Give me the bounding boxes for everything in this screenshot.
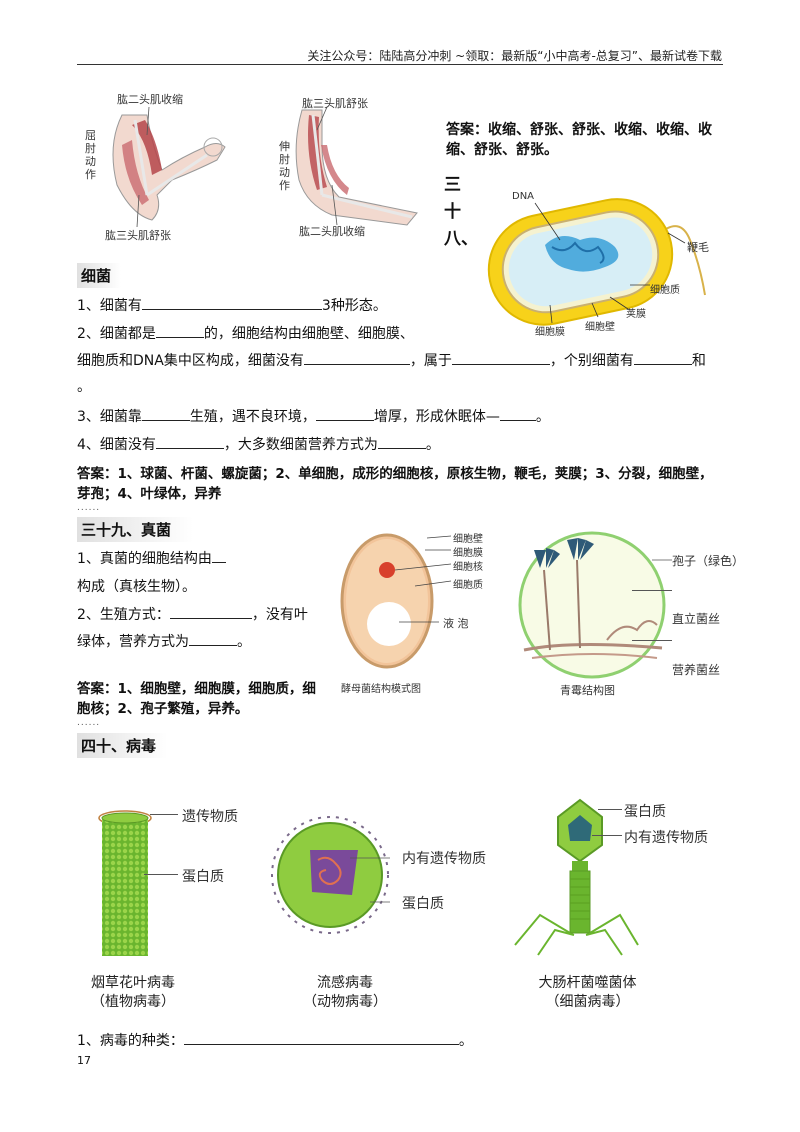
biceps-contract-label-right: 肱二头肌收缩 <box>299 225 365 238</box>
yeast-vacuole-label: 液 泡 <box>443 617 469 630</box>
tmv-figure: 遗传物质 蛋白质 <box>80 800 260 1020</box>
arm-muscle-illustration <box>112 106 418 228</box>
flagellum-label: 鞭毛 <box>687 241 709 254</box>
cell-wall-label: 细胞壁 <box>585 322 615 333</box>
bacteria-q2b: 细胞质和DNA集中区构成，细菌没有，属于，个别细菌有和 <box>77 350 706 370</box>
answer-blank[interactable] <box>141 406 190 421</box>
fungi-q2b: 绿体，营养方式为。 <box>77 631 251 651</box>
fungi-q2: 2、生殖方式：，没有叶 <box>77 604 308 624</box>
tmv-genetic-material-label: 遗传物质 <box>182 809 238 825</box>
muscle-answer-line1: 答案：收缩、舒张、舒张、收缩、收缩、收 <box>446 122 712 138</box>
fungi-answer-line1: 答案：1、细胞壁，细胞膜，细胞质，细 <box>77 681 316 697</box>
answer-blank[interactable] <box>155 434 224 449</box>
bacteria-q2: 2、细菌都是的，细胞结构由细胞壁、细胞膜、 <box>77 323 414 343</box>
phage-illustration <box>514 798 639 956</box>
virus-section-title: 四十、病毒 <box>77 733 167 758</box>
flu-genetic-material-label: 内有遗传物质 <box>402 851 486 867</box>
answer-blank[interactable] <box>183 1030 459 1045</box>
spores-label: 孢子（绿色） <box>672 554 745 568</box>
answer-blank[interactable] <box>141 295 322 310</box>
fungi-answer-line2: 胞核；2、孢子繁殖，异养。 <box>77 701 249 717</box>
flu-protein-label: 蛋白质 <box>402 896 444 912</box>
section-38-title: 三 十 八、 <box>444 175 478 249</box>
flu-name: 流感病毒 <box>317 975 373 991</box>
phage-figure: 蛋白质 内有遗传物质 <box>510 795 730 965</box>
phage-name: 大肠杆菌噬菌体 <box>538 975 637 991</box>
biceps-contract-label: 肱二头肌收缩 <box>117 93 183 106</box>
answer-blank[interactable] <box>211 548 226 563</box>
bacteria-answer-line2: 芽孢；4、叶绿体，异养 <box>77 486 222 502</box>
cell-membrane-label: 细胞膜 <box>535 327 565 338</box>
answer-blank[interactable] <box>169 604 252 619</box>
answer-blank[interactable] <box>155 323 204 338</box>
arm-muscle-figure: 肱二头肌收缩 屈 肘 动 作 肱三头肌舒张 肱三头肌舒张 伸 肘 动 作 肱二头… <box>77 85 437 245</box>
answer-blank[interactable] <box>451 350 550 365</box>
yeast-cell-wall-label: 细胞壁 <box>453 534 483 545</box>
tmv-type: （植物病毒） <box>91 994 175 1010</box>
phage-type: （细菌病毒） <box>545 994 630 1010</box>
yeast-caption: 酵母菌结构模式图 <box>341 684 421 695</box>
tmv-leader-1 <box>150 814 178 815</box>
tmv-protein-label: 蛋白质 <box>182 869 224 885</box>
answer-blank[interactable] <box>633 350 692 365</box>
dots-separator: ...... <box>77 503 101 513</box>
fungi-q1: 1、真菌的细胞结构由 <box>77 548 226 568</box>
dots-separator: ...... <box>77 718 101 728</box>
bacteria-q3: 3、细菌靠生殖，遇不良环境，增厚，形成休眠体—。 <box>77 406 550 426</box>
bacteria-section-title: 细菌 <box>77 263 121 288</box>
phage-protein-label: 蛋白质 <box>624 804 666 820</box>
yeast-cell-membrane-label: 细胞膜 <box>453 548 483 559</box>
flu-figure: 内有遗传物质 蛋白质 <box>270 810 510 950</box>
feeding-hyphae-label: 营养菌丝 <box>672 663 721 677</box>
elbow-flex-label: 屈 肘 动 作 <box>85 129 96 181</box>
cytoplasm-label: 细胞质 <box>650 285 680 296</box>
feeding-hyphae-leader <box>632 640 672 641</box>
fungi-section-title: 三十九、真菌 <box>77 517 193 542</box>
bacteria-figure: DNA 鞭毛 细胞质 荚膜 细胞壁 细胞膜 <box>480 185 730 338</box>
virus-q1: 1、病毒的种类：。 <box>77 1030 473 1050</box>
tmv-name: 烟草花叶病毒 <box>91 975 175 991</box>
yeast-cytoplasm-label: 细胞质 <box>453 580 483 591</box>
penicillium-caption: 青霉结构图 <box>560 684 615 697</box>
answer-blank[interactable] <box>189 631 237 646</box>
phage-leader-2 <box>592 835 622 836</box>
yeast-illustration <box>340 533 452 669</box>
answer-blank[interactable] <box>499 406 536 421</box>
bacteria-q4: 4、细菌没有，大多数细菌营养方式为。 <box>77 434 440 454</box>
dna-label: DNA <box>512 191 535 202</box>
page-header: 关注公众号：陆陆高分冲刺 ~领取：最新版“小中高考-总复习”、最新试卷下载 <box>307 49 722 63</box>
bacteria-illustration <box>487 198 706 326</box>
bacteria-q2c: 。 <box>77 379 91 395</box>
triceps-relax-label: 肱三头肌舒张 <box>105 229 171 242</box>
muscle-answer-line2: 缩、舒张、舒张。 <box>446 142 558 158</box>
fungi-q1b: 构成（真核生物）。 <box>77 579 196 595</box>
phage-leader-1 <box>598 809 622 810</box>
penicillium-figure: 孢子（绿色） 直立菌丝 营养菌丝 青霉结构图 <box>512 530 762 700</box>
yeast-figure: 细胞壁 细胞膜 细胞核 细胞质 液 泡 酵母菌结构模式图 <box>335 526 505 696</box>
tmv-illustration <box>98 810 152 956</box>
phage-genetic-material-label: 内有遗传物质 <box>624 830 708 846</box>
answer-blank[interactable] <box>303 350 410 365</box>
flu-illustration <box>271 816 400 934</box>
upright-hyphae-leader <box>632 590 672 591</box>
elbow-extend-label: 伸 肘 动 作 <box>279 140 290 192</box>
flu-type: （动物病毒） <box>303 994 387 1010</box>
yeast-nucleus-label: 细胞核 <box>453 562 483 573</box>
upright-hyphae-label: 直立菌丝 <box>672 612 721 626</box>
tmv-leader-2 <box>144 874 178 875</box>
triceps-relax-label-right: 肱三头肌舒张 <box>302 97 368 110</box>
answer-blank[interactable] <box>315 406 374 421</box>
answer-blank[interactable] <box>377 434 426 449</box>
capsule-label: 荚膜 <box>626 309 646 320</box>
page-number: 17 <box>77 1054 91 1067</box>
header-divider <box>77 64 723 65</box>
bacteria-answer-line1: 答案：1、球菌、杆菌、螺旋菌；2、单细胞，成形的细胞核，原核生物，鞭毛，荚膜；3… <box>77 466 713 482</box>
penicillium-illustration <box>518 531 677 679</box>
